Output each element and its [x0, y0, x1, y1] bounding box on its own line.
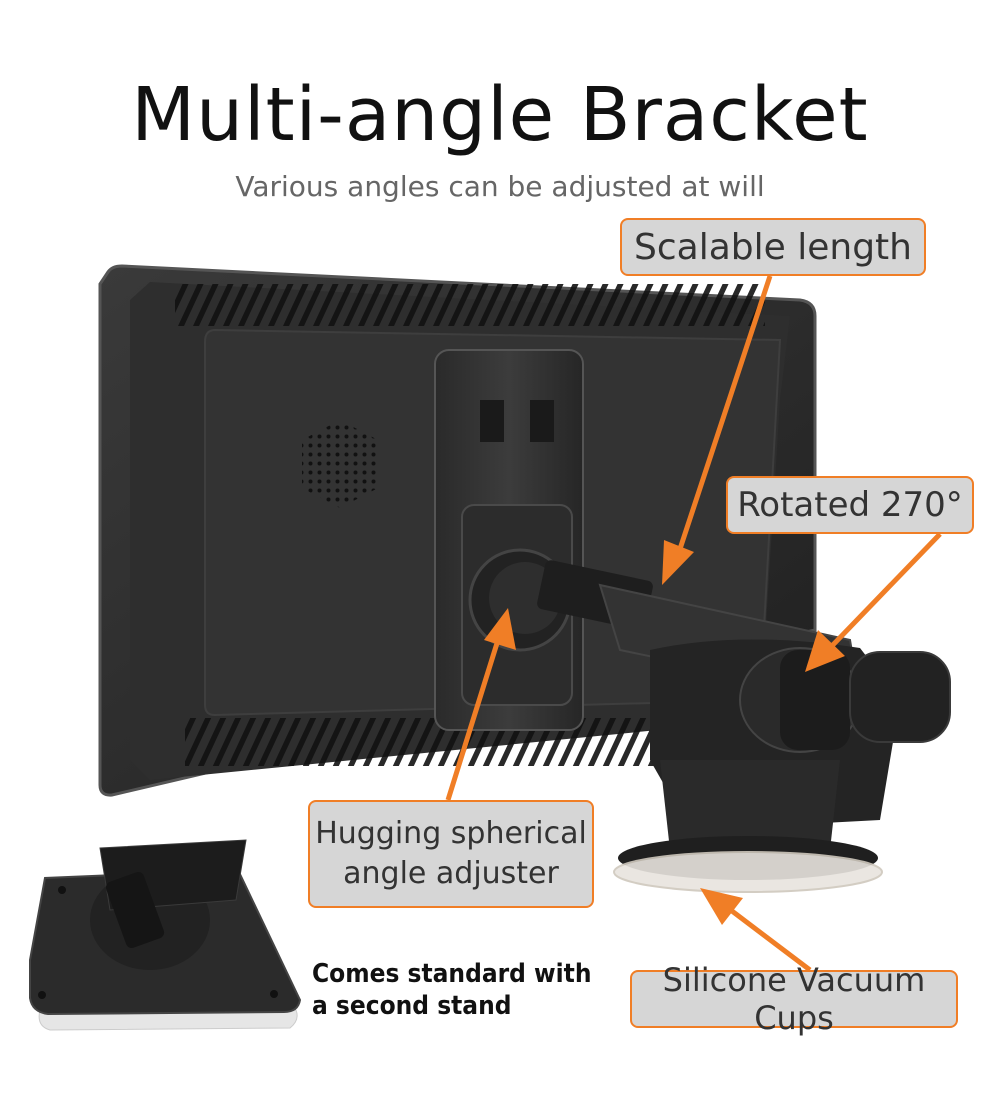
note-line2: a second stand	[312, 991, 512, 1021]
callout-hugging-adjuster: Hugging spherical angle adjuster	[308, 800, 594, 908]
arrow-hugging	[445, 608, 516, 801]
callout-label: Silicone Vacuum Cups	[662, 961, 926, 1037]
page-subtitle: Various angles can be adjusted at will	[235, 170, 765, 203]
callout-label: Rotated 270°	[737, 485, 963, 525]
arrow-rotated	[805, 532, 942, 672]
callout-label-line2: angle adjuster	[343, 856, 559, 891]
callout-label-line1: Hugging spherical	[315, 816, 587, 851]
mount-plate	[434, 349, 584, 731]
callout-label: Scalable length	[634, 226, 912, 268]
monitor-back	[98, 264, 817, 797]
callout-scalable-length: Scalable length	[620, 218, 926, 276]
page-title: Multi-angle Bracket	[131, 72, 869, 158]
note-line1: Comes standard with	[312, 959, 592, 989]
callout-silicone-cups: Silicone Vacuum Cups	[630, 961, 958, 1037]
second-stand	[29, 839, 302, 1031]
callout-rotated: Rotated 270°	[726, 476, 974, 534]
second-stand-note: Comes standard with a second stand	[312, 958, 592, 1022]
arrow-scalable	[662, 275, 773, 585]
arrow-silicone	[700, 888, 812, 972]
suction-cup	[613, 760, 883, 893]
